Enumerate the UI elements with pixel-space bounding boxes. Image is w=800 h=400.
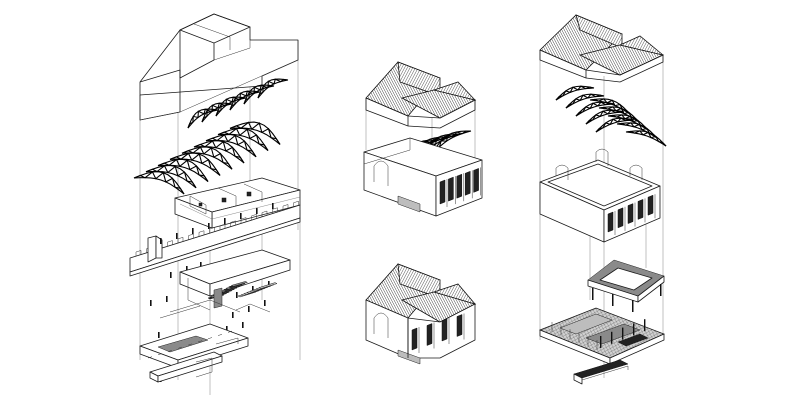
platform-post-4 — [660, 284, 662, 296]
window-4 — [637, 199, 644, 220]
room-a — [559, 313, 613, 335]
post-4 — [208, 223, 210, 229]
right-roof-trusses — [555, 85, 667, 147]
right-truss-1 — [555, 85, 595, 101]
right-truss-2 — [565, 93, 605, 109]
window-1 — [439, 179, 446, 205]
window-3 — [441, 318, 448, 342]
post-9 — [170, 272, 172, 278]
center-top-roof — [365, 61, 477, 129]
post-8 — [272, 203, 274, 209]
post-20 — [158, 332, 160, 338]
left-truss-5 — [181, 146, 233, 170]
left-long-wall-band — [129, 200, 301, 277]
left-exploded-building — [129, 13, 301, 395]
window-1 — [411, 327, 418, 351]
post-15 — [252, 286, 254, 292]
post-1 — [160, 238, 162, 244]
left-truss-9 — [229, 121, 281, 145]
window-1 — [607, 211, 614, 233]
left-roof-shell — [139, 13, 299, 121]
post-5 — [224, 218, 226, 224]
left-upper-truss-6 — [257, 78, 289, 99]
post-16 — [268, 281, 270, 287]
post-14 — [236, 292, 238, 298]
window-2 — [426, 323, 433, 346]
platform-post-2 — [612, 294, 614, 306]
left-truss-8 — [217, 127, 269, 152]
post-3 — [192, 228, 194, 234]
window-5 — [473, 168, 479, 193]
post-11 — [200, 262, 202, 268]
post-17 — [232, 312, 234, 318]
left-lower-floor-walls-with-stair — [159, 249, 291, 319]
left-roof-trusses — [133, 78, 289, 195]
left-truss-4 — [169, 152, 221, 176]
left-truss-7 — [205, 133, 257, 158]
post-13 — [166, 296, 168, 302]
right-roof — [539, 14, 665, 83]
platform-post-1 — [592, 288, 594, 300]
left-truss-1 — [133, 171, 185, 195]
platform-post-3 — [632, 300, 634, 312]
window-2 — [617, 207, 624, 229]
window-3 — [627, 203, 634, 224]
post-7 — [256, 208, 258, 214]
right-exploded-building — [539, 14, 667, 385]
window-5 — [647, 194, 654, 216]
room-b — [585, 323, 641, 345]
post-18 — [248, 306, 250, 312]
post-12 — [150, 300, 152, 306]
right-truss-b-5 — [625, 130, 667, 147]
post-6 — [240, 213, 242, 219]
post-2 — [176, 233, 178, 239]
window-4 — [456, 314, 463, 337]
right-ground-floor-plan — [539, 307, 665, 385]
left-foundation-plinth — [139, 303, 271, 383]
left-truss-3 — [157, 158, 209, 183]
post-23 — [226, 326, 228, 332]
left-truss-6 — [193, 140, 245, 164]
post-10 — [186, 266, 188, 272]
post-24 — [242, 322, 244, 328]
center-bottom-assembled-building — [365, 263, 477, 365]
room-c — [617, 333, 649, 347]
center-top-exploded-building — [363, 61, 483, 217]
window-3 — [456, 173, 463, 199]
right-truss-5 — [595, 117, 635, 133]
right-walls — [539, 148, 661, 243]
post-19 — [264, 300, 266, 306]
left-truss-2 — [145, 164, 197, 189]
window-2 — [448, 176, 454, 202]
center-top-walls — [363, 137, 483, 217]
right-mezzanine-platform — [587, 259, 665, 312]
window-4 — [464, 170, 471, 196]
